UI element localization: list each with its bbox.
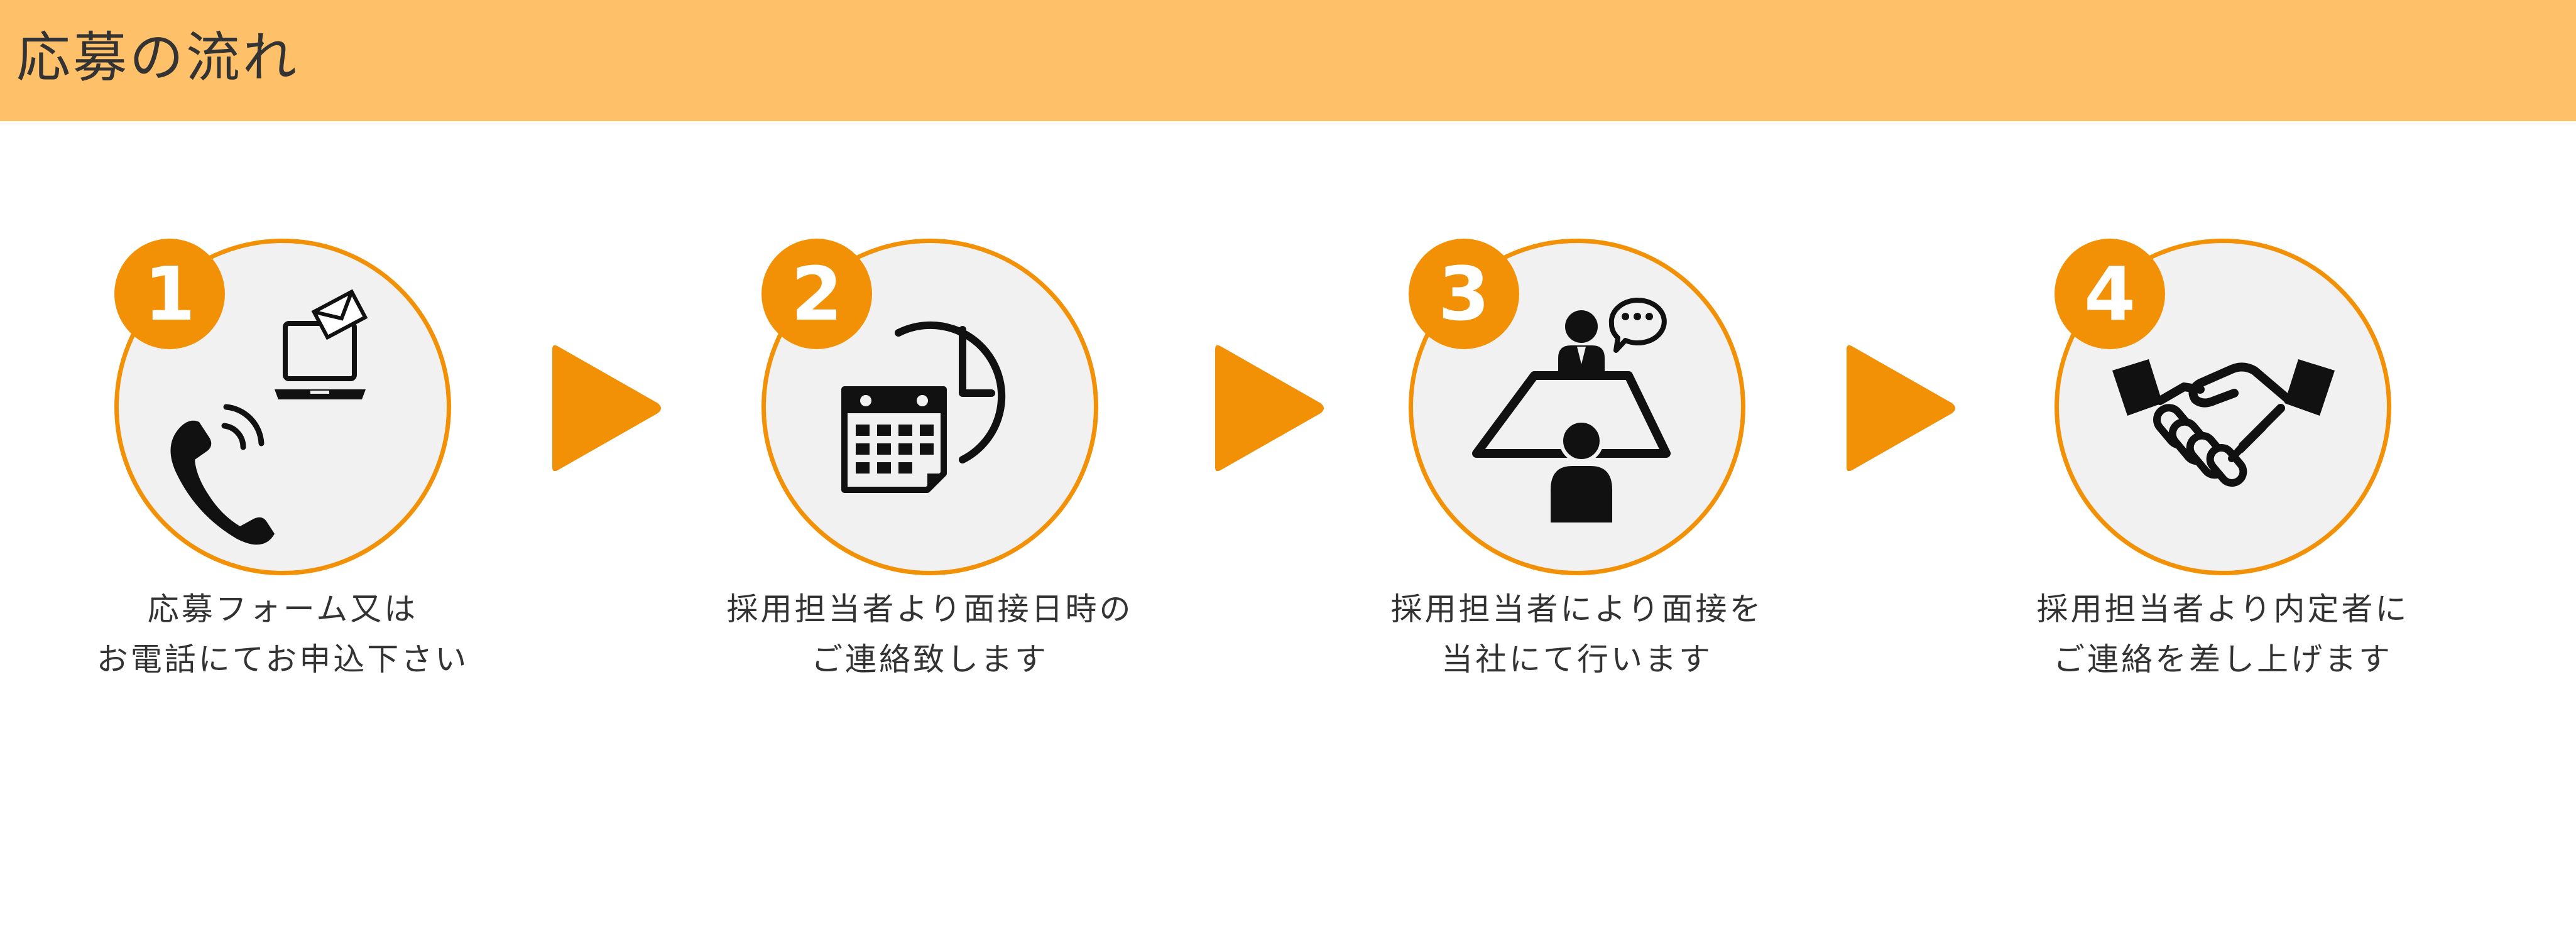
calendar-clock-icon — [841, 321, 1006, 493]
phone-icon — [170, 404, 275, 545]
step-1-line-2: お電話にてお申込下さい — [96, 641, 469, 678]
clock-icon — [895, 321, 1006, 463]
step-2-line-2: ご連絡致します — [811, 641, 1049, 678]
step-number-badge: 1 — [114, 239, 225, 349]
step-1: 1 — [114, 239, 451, 575]
step-2: 2 — [761, 239, 1098, 575]
arrow-right-icon — [1215, 345, 1324, 471]
page-title: 応募の流れ — [16, 26, 299, 89]
step-2-line-1: 採用担当者より面接日時の — [726, 591, 1133, 627]
arrow-right-icon — [1847, 345, 1955, 471]
step-1-line-1: 応募フォーム又は — [147, 591, 418, 627]
interview-icon — [1472, 298, 1671, 522]
step-4-description: 採用担当者より内定者に ご連絡を差し上げます — [1972, 584, 2474, 685]
step-3-description: 採用担当者により面接を 当社にて行います — [1326, 584, 1828, 685]
step-number-badge: 3 — [1409, 239, 1519, 349]
laptop-mail-icon — [275, 289, 368, 399]
step-number-badge: 4 — [2055, 239, 2165, 349]
phone-laptop-icon — [170, 289, 368, 545]
calendar-icon — [841, 386, 947, 493]
step-3-line-2: 当社にて行います — [1441, 641, 1713, 678]
step-1-description: 応募フォーム又は お電話にてお申込下さい — [31, 584, 534, 685]
step-circle — [2055, 239, 2391, 575]
step-number-badge: 2 — [761, 239, 872, 349]
step-4-line-1: 採用担当者より内定者に — [2036, 591, 2410, 627]
speech-bubble-icon — [1608, 298, 1667, 353]
step-4: 4 — [2055, 239, 2391, 575]
step-3: 3 — [1409, 239, 1745, 575]
arrow-right-icon — [552, 345, 661, 471]
step-2-description: 採用担当者より面接日時の ご連絡致します — [679, 584, 1181, 685]
step-4-line-2: ご連絡を差し上げます — [2053, 641, 2393, 678]
handshake-icon — [2112, 359, 2335, 487]
header-bar: 応募の流れ — [0, 0, 2576, 121]
step-3-line-1: 採用担当者により面接を — [1390, 591, 1764, 627]
